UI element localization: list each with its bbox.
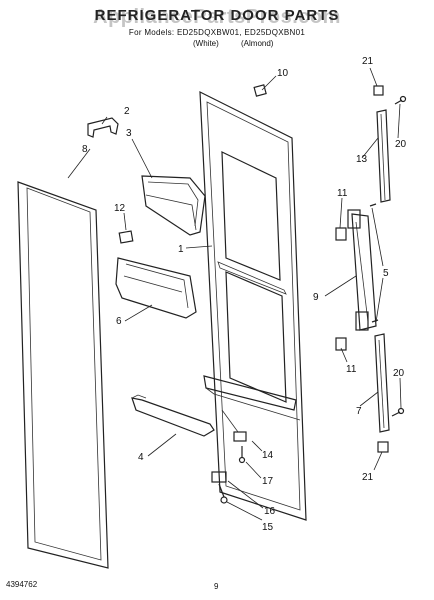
- leader-4: [147, 433, 177, 457]
- bracket-part: [87, 117, 119, 138]
- leader-11-lower: [340, 347, 348, 363]
- hinge-bracket-part: [211, 471, 227, 483]
- leader-10: [261, 75, 277, 91]
- handle-mount-lower-part: [335, 337, 347, 351]
- callout-2: 2: [124, 106, 130, 117]
- leader-13: [361, 137, 379, 159]
- leader-17: [245, 461, 262, 479]
- dairy-door-part: [141, 175, 206, 236]
- color-almond-label: (Almond): [241, 39, 274, 48]
- washer-part: [220, 496, 228, 504]
- leader-21-lower: [373, 451, 383, 471]
- door-assembly-part: [199, 91, 307, 521]
- callout-7: 7: [356, 406, 362, 417]
- screw-lower-part: [391, 407, 405, 417]
- hinge-pin-part: [118, 230, 134, 244]
- callout-8: 8: [82, 144, 88, 155]
- leader-15: [226, 501, 263, 521]
- leader-2: [101, 116, 108, 125]
- screw-handle-lower-part: [371, 319, 379, 323]
- leader-12: [123, 212, 127, 231]
- leader-3: [131, 138, 153, 179]
- leader-5-a: [371, 207, 384, 267]
- screw-handle-upper-part: [369, 203, 377, 207]
- callout-13: 13: [356, 154, 368, 165]
- screw-17-part: [238, 456, 246, 464]
- callout-16: 16: [264, 506, 276, 517]
- models-line: For Models: ED25DQXBW01, ED25DQXBN01: [128, 28, 306, 37]
- leader-20-upper: [397, 103, 401, 139]
- leader-21-upper: [369, 67, 378, 87]
- plug-part: [253, 84, 267, 97]
- leader-14: [251, 440, 263, 452]
- handle-trim-lower-part: [374, 333, 390, 433]
- callout-3: 3: [126, 128, 132, 139]
- leader-20-lower: [399, 377, 402, 409]
- end-cap-upper-part: [373, 85, 384, 96]
- leader-1: [185, 245, 213, 249]
- callout-9: 9: [313, 292, 319, 303]
- callout-17: 17: [262, 476, 274, 487]
- callout-11-lower: 11: [346, 364, 357, 375]
- callout-20-lower: 20: [393, 368, 405, 379]
- door-gasket-part: [17, 181, 109, 569]
- handle-part: [347, 209, 377, 331]
- hinge-bushing-part: [233, 431, 247, 442]
- watermark: AppliancePartsPros.com: [93, 6, 341, 28]
- door-shelf-part: [131, 394, 215, 437]
- callout-6: 6: [116, 316, 122, 327]
- callout-21-upper: 21: [362, 56, 374, 67]
- color-white-label: (White): [193, 39, 219, 48]
- callout-11-upper: 11: [337, 188, 348, 199]
- leader-7: [359, 391, 379, 407]
- callout-20-upper: 20: [395, 139, 407, 150]
- screw-upper-part: [394, 95, 407, 105]
- end-cap-lower-part: [377, 441, 389, 453]
- washer-connector: [218, 483, 225, 498]
- document-code: 4394762: [6, 580, 38, 589]
- callout-5: 5: [383, 268, 389, 279]
- handle-trim-upper-part: [376, 109, 391, 203]
- callout-15: 15: [262, 522, 274, 533]
- leader-9: [324, 275, 357, 297]
- leader-16: [227, 480, 264, 509]
- dairy-bin-part: [115, 257, 197, 319]
- callout-21-lower: 21: [362, 472, 374, 483]
- leader-11-upper: [339, 197, 343, 229]
- leader-5-b: [375, 277, 384, 323]
- callout-10: 10: [277, 68, 289, 79]
- callout-4: 4: [138, 452, 144, 463]
- callout-1: 1: [178, 244, 184, 255]
- callout-12: 12: [114, 203, 126, 214]
- hinge-bushing-connector: [221, 409, 239, 433]
- handle-mount-upper-part: [335, 227, 347, 241]
- page-number: 9: [214, 582, 219, 591]
- diagram-title: REFRIGERATOR DOOR PARTS: [94, 7, 340, 24]
- leader-8: [67, 148, 91, 179]
- leader-6: [124, 304, 153, 322]
- callout-14: 14: [262, 450, 274, 461]
